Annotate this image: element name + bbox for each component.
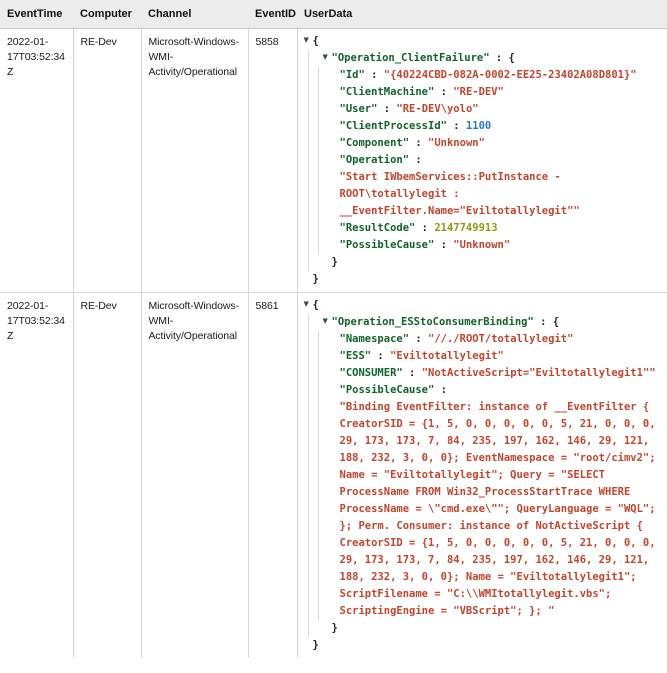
userdata-json-tree: ▼{▼"Operation_ClientFailure" : {"Id" : "…: [304, 33, 664, 288]
json-children-block: ▼"Operation_ClientFailure" : {"Id" : "{4…: [307, 50, 664, 271]
json-punct: :: [377, 103, 397, 115]
json-key: "PossibleCause": [339, 384, 435, 396]
collapse-triangle-icon[interactable]: ▼: [303, 300, 309, 308]
json-line: "CONSUMER" : "NotActiveScript="Eviltotal…: [340, 365, 664, 382]
json-children-block: "Namespace" : "//./ROOT/totallylegit""ES…: [317, 331, 664, 620]
json-key: "Namespace": [339, 333, 410, 345]
json-string: "Start IWbemServices::PutInstance - ROOT…: [339, 171, 580, 217]
json-punct: {: [312, 299, 319, 311]
json-string: "NotActiveScript="Eviltotallylegit1"": [421, 367, 656, 379]
json-string: "Unknown": [428, 137, 485, 149]
column-header-channel: Channel: [141, 0, 248, 29]
json-line: }: [304, 271, 664, 288]
channel-cell: Microsoft-Windows-WMI-Activity/Operation…: [141, 28, 249, 293]
json-line: }: [323, 254, 664, 271]
json-punct: :: [409, 154, 429, 166]
json-key: "ESS": [339, 350, 372, 362]
json-key: "User": [339, 103, 378, 115]
json-punct: :: [434, 384, 454, 396]
column-header-userdata: UserData: [297, 0, 667, 29]
json-punct: : {: [533, 316, 560, 328]
event-id-cell: 5858: [248, 28, 298, 293]
json-punct: }: [312, 639, 319, 651]
column-header-event_time: EventTime: [0, 0, 73, 29]
json-line: "Start IWbemServices::PutInstance - ROOT…: [340, 169, 664, 220]
json-punct: :: [409, 333, 429, 345]
json-line: "PossibleCause" : "Unknown": [340, 237, 664, 254]
json-line: "Operation" :: [340, 152, 664, 169]
json-string: "//./ROOT/totallylegit": [428, 333, 574, 345]
json-number-int: 1100: [465, 120, 492, 132]
json-key: "ClientMachine": [339, 86, 435, 98]
json-punct: :: [415, 222, 435, 234]
channel-cell: Microsoft-Windows-WMI-Activity/Operation…: [141, 292, 249, 658]
json-line: }: [323, 620, 664, 637]
json-line: "Namespace" : "//./ROOT/totallylegit": [340, 331, 664, 348]
json-line: "ESS" : "Eviltotallylegit": [340, 348, 664, 365]
json-key: "PossibleCause": [339, 239, 435, 251]
json-line: "Binding EventFilter: instance of __Even…: [340, 399, 664, 620]
json-line: "PossibleCause" :: [340, 382, 664, 399]
json-punct: }: [331, 256, 338, 268]
json-punct: : {: [489, 52, 515, 64]
computer-cell: RE-Dev: [73, 28, 142, 293]
json-line: "Id" : "{40224CBD-082A-0002-EE25-23402A0…: [340, 67, 664, 84]
collapse-triangle-icon[interactable]: ▼: [303, 36, 309, 44]
json-key: "Operation_ClientFailure": [331, 52, 490, 64]
column-header-computer: Computer: [73, 0, 141, 29]
column-header-event_id: EventID: [248, 0, 297, 29]
json-punct: }: [331, 622, 338, 634]
json-punct: {: [312, 35, 319, 47]
json-key: "ResultCode": [339, 222, 416, 234]
userdata-json-tree: ▼{▼"Operation_ESStoConsumerBinding" : {"…: [304, 297, 664, 654]
json-string: "RE-DEV": [453, 86, 504, 98]
collapse-triangle-icon[interactable]: ▼: [322, 317, 328, 325]
event-id-cell: 5861: [248, 292, 298, 658]
event-time-cell: 2022-01-17T03:52:34Z: [0, 292, 74, 658]
json-punct: :: [364, 69, 384, 81]
json-line: ▼{: [304, 297, 664, 314]
json-line: ▼"Operation_ESStoConsumerBinding" : {: [323, 314, 664, 331]
computer-cell: RE-Dev: [73, 292, 142, 658]
json-children-block: "Id" : "{40224CBD-082A-0002-EE25-23402A0…: [317, 67, 664, 254]
json-line: "ClientMachine" : "RE-DEV": [340, 84, 664, 101]
json-punct: :: [434, 239, 454, 251]
event-time-cell: 2022-01-17T03:52:34Z: [0, 28, 74, 293]
json-line: "User" : "RE-DEV\yolo": [340, 101, 664, 118]
json-key: "Id": [339, 69, 365, 81]
json-punct: :: [371, 350, 391, 362]
json-punct: :: [402, 367, 422, 379]
userdata-cell: ▼{▼"Operation_ESStoConsumerBinding" : {"…: [297, 292, 667, 658]
json-number-code: 2147749913: [434, 222, 498, 234]
json-punct: :: [446, 120, 466, 132]
json-key: "Operation": [339, 154, 410, 166]
json-children-block: ▼"Operation_ESStoConsumerBinding" : {"Na…: [307, 314, 664, 637]
json-line: ▼{: [304, 33, 664, 50]
userdata-cell: ▼{▼"Operation_ClientFailure" : {"Id" : "…: [297, 28, 667, 293]
json-line: "Component" : "Unknown": [340, 135, 664, 152]
json-string: "Binding EventFilter: instance of __Even…: [339, 401, 662, 617]
json-key: "Component": [339, 137, 410, 149]
json-punct: }: [312, 273, 319, 285]
json-line: "ResultCode" : 2147749913: [340, 220, 664, 237]
json-key: "ClientProcessId": [339, 120, 447, 132]
json-line: ▼"Operation_ClientFailure" : {: [323, 50, 664, 67]
json-string: "Unknown": [453, 239, 511, 251]
json-key: "Operation_ESStoConsumerBinding": [331, 316, 534, 328]
collapse-triangle-icon[interactable]: ▼: [322, 53, 328, 61]
json-punct: :: [409, 137, 429, 149]
json-string: "{40224CBD-082A-0002-EE25-23402A08D801}": [383, 69, 637, 81]
json-string: "RE-DEV\yolo": [396, 103, 479, 115]
json-line: "ClientProcessId" : 1100: [340, 118, 664, 135]
json-string: "Eviltotallylegit": [390, 350, 504, 362]
json-punct: :: [434, 86, 454, 98]
json-key: "CONSUMER": [339, 367, 403, 379]
json-line: }: [304, 637, 664, 654]
